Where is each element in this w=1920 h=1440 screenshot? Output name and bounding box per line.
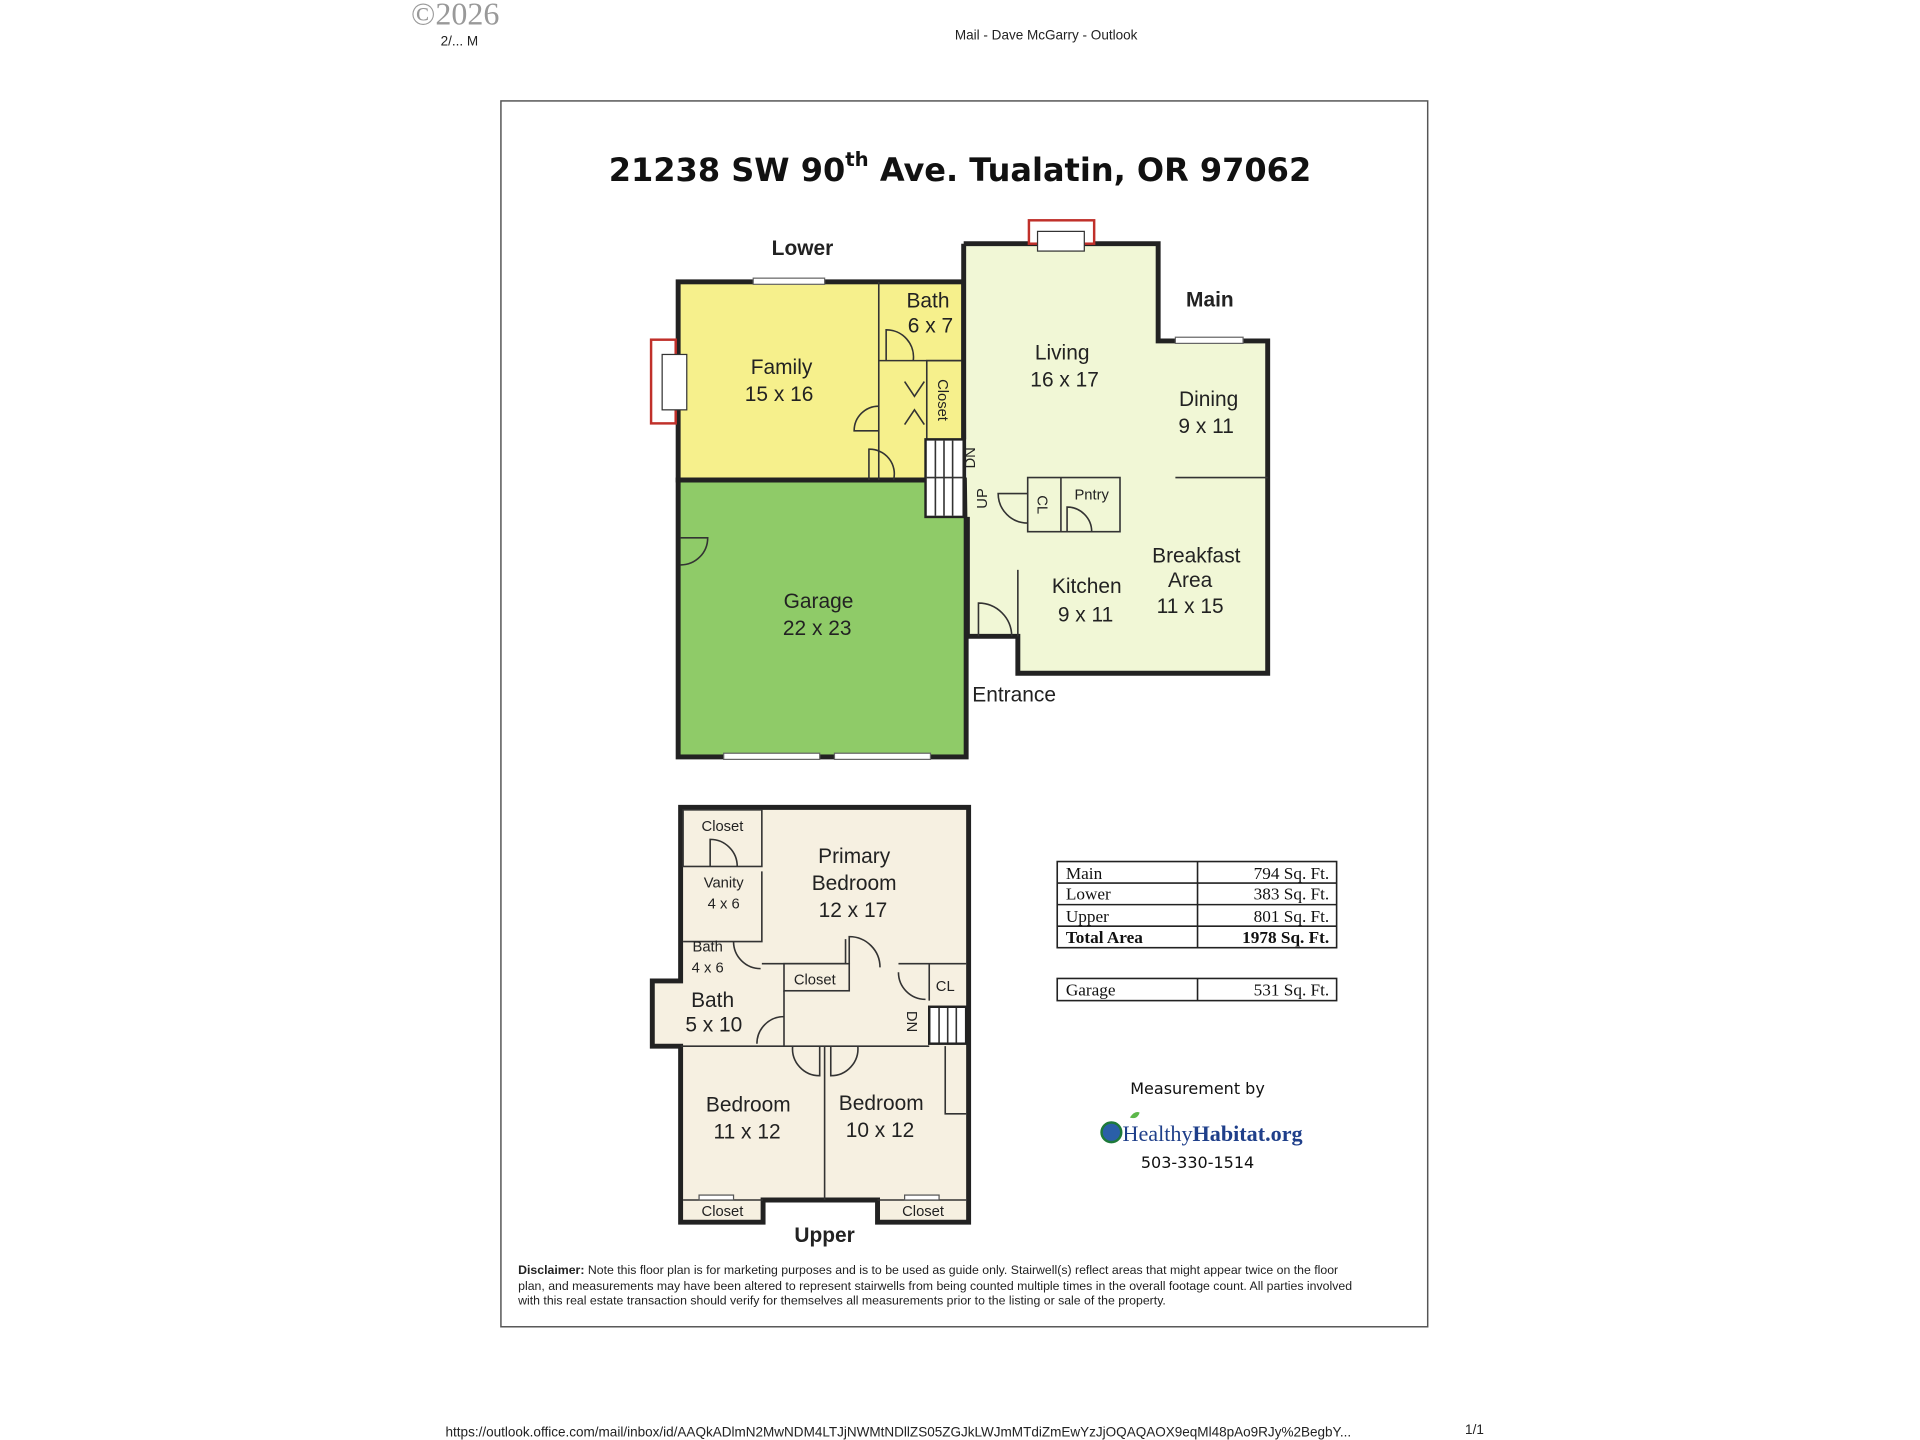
- watermark: ©2026: [411, 0, 499, 32]
- room-family-name: Family: [751, 356, 813, 379]
- room-bedroom-left-size: 11 x 12: [714, 1120, 781, 1143]
- room-dining-size: 9 x 11: [1178, 415, 1233, 438]
- room-small-bath-size: 4 x 6: [692, 960, 724, 976]
- svg-text:with this real estate transact: with this real estate transaction should…: [517, 1294, 1166, 1308]
- area-row-value: 383 Sq. Ft.: [1254, 885, 1330, 904]
- room-living-size: 16 x 17: [1030, 368, 1099, 391]
- svg-text:Family: Family: [751, 356, 813, 379]
- area-row-label: Main: [1066, 864, 1103, 883]
- page-url: https://outlook.office.com/mail/inbox/id…: [446, 1424, 1352, 1439]
- level-label-main: Main: [1186, 288, 1234, 311]
- room-main-cl: CL: [1034, 495, 1050, 514]
- room-bedroom-right-name: Bedroom: [839, 1092, 924, 1115]
- area-total-label: Total Area: [1066, 928, 1143, 947]
- room-upper-closet-top: Closet: [702, 819, 744, 835]
- room-breakfast-name: Breakfast: [1152, 544, 1241, 567]
- stairs-dn-label: DN: [963, 447, 979, 468]
- phone-number: 503-330-1514: [1141, 1153, 1254, 1172]
- healthy-habitat-logo: HealthyHabitat.org: [1100, 1112, 1303, 1146]
- room-large-bath-size: 5 x 10: [685, 1013, 742, 1036]
- globe-icon: [1100, 1121, 1123, 1144]
- upper-level-plan: [649, 804, 972, 1225]
- room-small-bath-name: Bath: [693, 939, 723, 955]
- disclaimer: Disclaimer: Note this floor plan is for …: [517, 1263, 1352, 1308]
- print-date: 2/... M: [441, 34, 479, 49]
- room-vanity-name: Vanity: [704, 875, 745, 891]
- room-breakfast-size: 11 x 15: [1157, 595, 1224, 618]
- stairs-up-label: UP: [975, 488, 991, 509]
- room-garage-name: Garage: [784, 590, 854, 613]
- room-bedroom-right-size: 10 x 12: [846, 1119, 915, 1142]
- garage-area-value: 531 Sq. Ft.: [1254, 981, 1330, 1000]
- svg-text:Disclaimer: Note this floor pl: Disclaimer: Note this floor plan is for …: [518, 1263, 1338, 1277]
- svg-text:plan, and measurements may hav: plan, and measurements may have been alt…: [518, 1279, 1352, 1293]
- room-closet-left: Closet: [702, 1204, 744, 1220]
- measurement-by: Measurement by: [1130, 1079, 1265, 1098]
- area-total-value: 1978 Sq. Ft.: [1242, 928, 1329, 947]
- svg-text:HealthyHabitat.org: HealthyHabitat.org: [1122, 1121, 1302, 1146]
- room-closet-right: Closet: [902, 1204, 944, 1220]
- garage-area-table: Garage 531 Sq. Ft.: [1056, 977, 1338, 1002]
- window-title: Mail - Dave McGarry - Outlook: [955, 27, 1138, 42]
- room-primary-name2: Bedroom: [812, 872, 897, 895]
- area-row-label: Lower: [1066, 885, 1111, 904]
- room-primary-size: 12 x 17: [819, 899, 888, 922]
- area-row-value: 794 Sq. Ft.: [1254, 864, 1330, 883]
- room-family-size: 15 x 16: [745, 383, 814, 406]
- lower-level-plan: [649, 277, 969, 761]
- level-label-upper: Upper: [794, 1224, 854, 1247]
- room-primary-name1: Primary: [818, 845, 891, 868]
- level-label-lower: Lower: [772, 237, 834, 260]
- room-large-bath-name: Bath: [691, 989, 734, 1012]
- room-dining-name: Dining: [1179, 388, 1238, 411]
- area-table: Main 794 Sq. Ft. Lower 383 Sq. Ft. Upper…: [1056, 860, 1338, 949]
- room-lower-bath-size: 6 x 7: [908, 314, 953, 337]
- room-lower-closet: Closet: [934, 379, 950, 421]
- room-lower-bath-name: Bath: [906, 290, 949, 313]
- entrance-label: Entrance: [972, 684, 1056, 707]
- room-breakfast-name2: Area: [1168, 569, 1213, 592]
- room-pantry: Pntry: [1074, 488, 1109, 504]
- room-kitchen-name: Kitchen: [1052, 575, 1122, 598]
- page-title: 21238 SW 90th Ave. Tualatin, OR 97062: [609, 148, 1311, 189]
- room-garage-size: 22 x 23: [783, 617, 852, 640]
- room-kitchen-size: 9 x 11: [1058, 604, 1113, 627]
- area-row-value: 801 Sq. Ft.: [1254, 907, 1330, 926]
- room-upper-cl: CL: [936, 979, 955, 995]
- upper-stairs-dn-label: DN: [903, 1011, 919, 1032]
- room-vanity-size: 4 x 6: [708, 896, 740, 912]
- page-number: 1/1: [1465, 1422, 1484, 1437]
- room-living-name: Living: [1035, 341, 1090, 364]
- room-bedroom-left-name: Bedroom: [706, 1093, 791, 1116]
- svg-text:15 x 16: 15 x 16: [745, 383, 814, 406]
- room-hall-closet: Closet: [794, 973, 836, 989]
- leaf-icon: [1129, 1112, 1140, 1119]
- main-level-plan: [961, 219, 1271, 676]
- area-row-label: Upper: [1066, 907, 1109, 926]
- garage-area-label: Garage: [1066, 981, 1116, 1000]
